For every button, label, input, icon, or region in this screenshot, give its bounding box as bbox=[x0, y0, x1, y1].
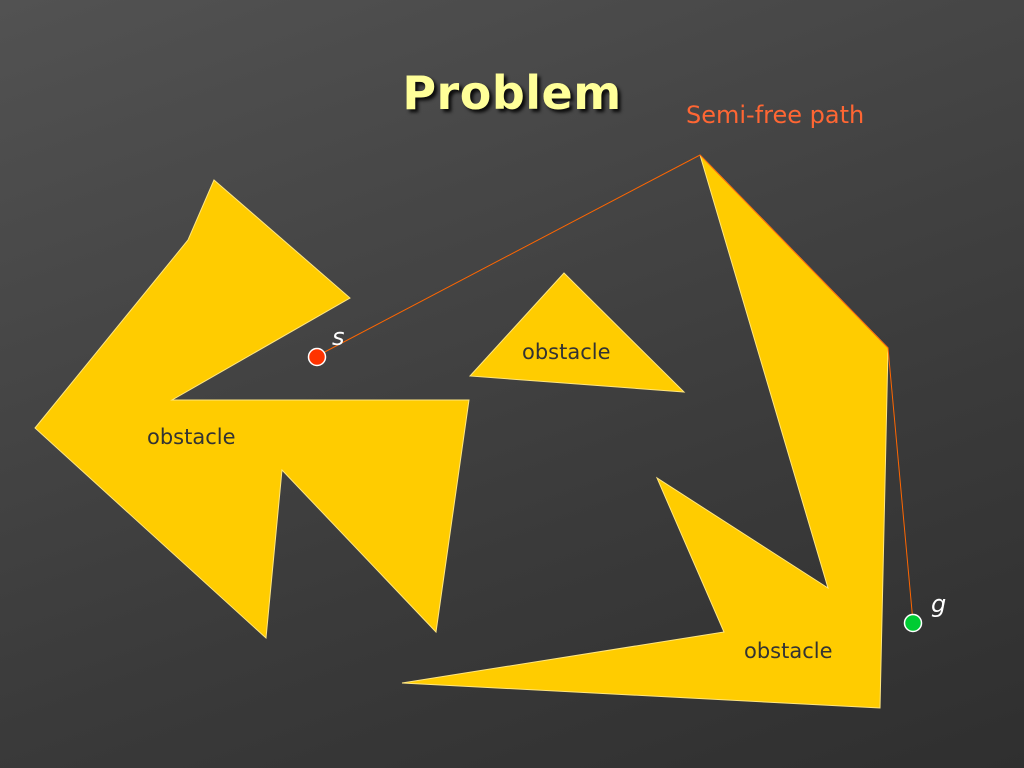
slide-title: Problem bbox=[402, 66, 622, 120]
goal-point-label: g bbox=[931, 590, 947, 618]
start-point-label: s bbox=[332, 323, 345, 351]
goal-point bbox=[903, 613, 923, 633]
obstacle-label-left: obstacle bbox=[147, 425, 236, 449]
start-point bbox=[307, 347, 327, 367]
obstacle-right bbox=[401, 154, 889, 709]
obstacle-label-right: obstacle bbox=[744, 639, 833, 663]
semi-free-path-label: Semi-free path bbox=[686, 101, 865, 129]
semi-free-path bbox=[316, 154, 914, 623]
obstacle-middle bbox=[468, 272, 686, 393]
obstacle-left bbox=[34, 179, 470, 640]
obstacle-label-middle: obstacle bbox=[522, 340, 611, 364]
